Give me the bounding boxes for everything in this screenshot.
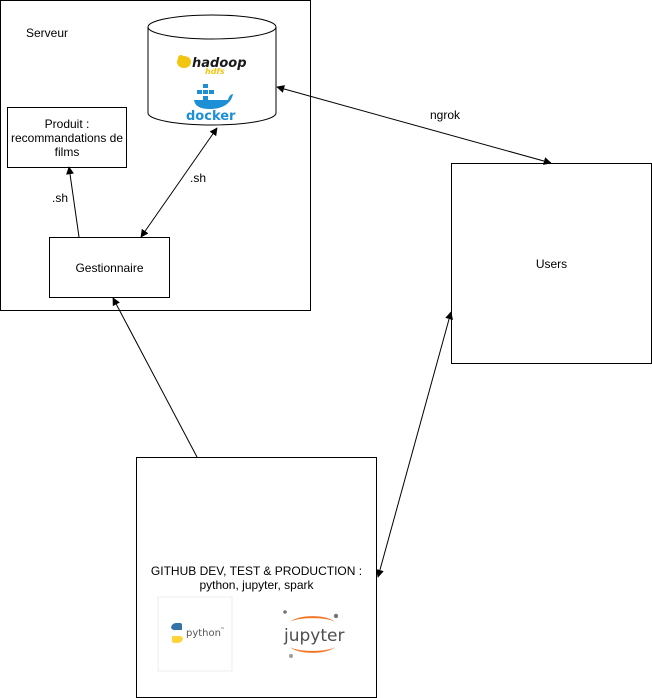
hadoop-sub-text: hdfs <box>205 67 225 76</box>
docker-logo-text: docker <box>186 109 236 124</box>
hadoop-logo-text: hadoop <box>192 56 247 71</box>
connector-github-users <box>376 311 453 578</box>
docker-logo: docker <box>186 84 236 124</box>
storage-cylinder <box>147 14 277 126</box>
product-line-2: recommandations de <box>10 130 124 145</box>
manager-label: Gestionnaire <box>75 260 144 275</box>
jupyter-arc-bottom-icon <box>290 647 335 653</box>
server-label: Serveur <box>26 26 69 40</box>
python-snake-icon <box>171 623 183 643</box>
docker-whale-icon <box>194 84 233 109</box>
jupyter-arc-top-icon <box>290 616 335 622</box>
connector-manager-to-product <box>66 166 80 238</box>
connector-manager-storage <box>140 127 218 238</box>
hadoop-logo: hadoop hdfs <box>177 55 247 76</box>
connector-github-to-manager <box>112 297 198 458</box>
product-line-1: Produit : <box>44 116 90 131</box>
product-box: Produit : recommandations de films <box>7 107 127 168</box>
product-line-3: films <box>54 144 80 159</box>
users-label: Users <box>535 256 568 271</box>
github-line-2: python, jupyter, spark <box>199 578 314 592</box>
jupyter-logo: jupyter <box>283 610 344 658</box>
manager-box: Gestionnaire <box>49 237 170 298</box>
connector-storage-users <box>276 85 552 165</box>
edge-label-sh-product: .sh <box>52 191 69 205</box>
python-tm-mark: ™ <box>220 627 225 633</box>
python-logo-text: python <box>186 628 221 639</box>
jupyter-logo-text: jupyter <box>283 626 344 646</box>
python-logo: python ™ <box>157 596 233 672</box>
github-line-1: GITHUB DEV, TEST & PRODUCTION : <box>150 564 363 578</box>
